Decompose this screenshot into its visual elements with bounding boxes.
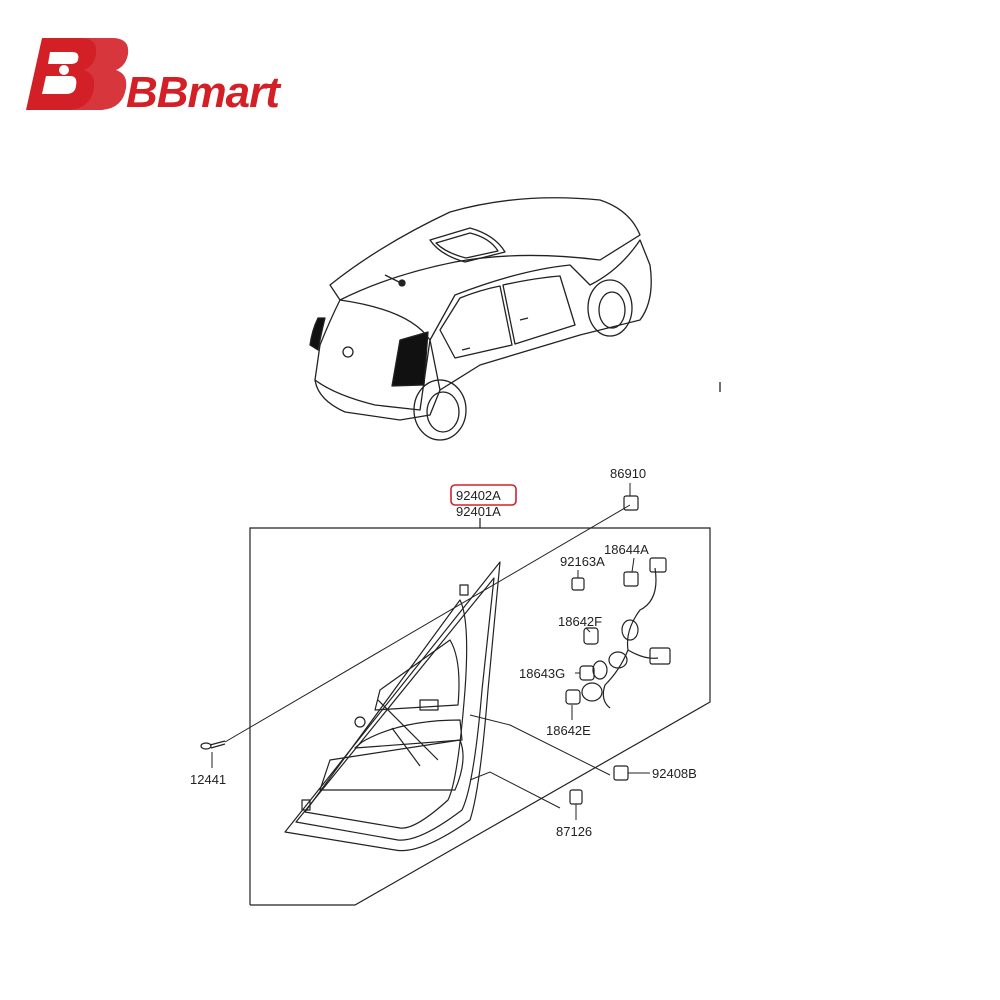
highlight-box <box>450 484 517 506</box>
label-87126[interactable]: 87126 <box>556 824 592 839</box>
clip-92408B-icon <box>613 765 629 781</box>
label-92401A[interactable]: 92401A <box>456 504 501 519</box>
nut-92163A-icon <box>571 577 585 591</box>
bulb-18642E-icon <box>565 689 581 705</box>
bbmart-logo-icon <box>26 38 129 110</box>
label-92408B[interactable]: 92408B <box>652 766 697 781</box>
bulb-18644A-icon <box>623 571 639 587</box>
label-92163A[interactable]: 92163A <box>560 554 605 569</box>
bulb-18643G-icon <box>579 665 595 681</box>
leader-lines <box>211 483 650 820</box>
label-92402A[interactable]: 92402A <box>456 488 501 503</box>
wiring-harness <box>581 557 671 709</box>
car-illustration <box>309 197 721 441</box>
small-parts <box>200 495 639 805</box>
label-12441[interactable]: 12441 <box>190 772 226 787</box>
clip-86910-icon <box>623 495 639 511</box>
label-18644A[interactable]: 18644A <box>604 542 649 557</box>
tail-lamp-assembly <box>284 561 501 852</box>
label-18643G[interactable]: 18643G <box>519 666 565 681</box>
brand-name: BBmart <box>126 68 280 117</box>
label-18642E[interactable]: 18642E <box>546 723 591 738</box>
bulb-18642F-icon <box>583 627 599 645</box>
label-18642F[interactable]: 18642F <box>558 614 602 629</box>
clip-87126-icon <box>569 789 583 805</box>
parts-frame <box>249 518 711 906</box>
screw-12441-icon <box>200 740 226 750</box>
label-86910[interactable]: 86910 <box>610 466 646 481</box>
